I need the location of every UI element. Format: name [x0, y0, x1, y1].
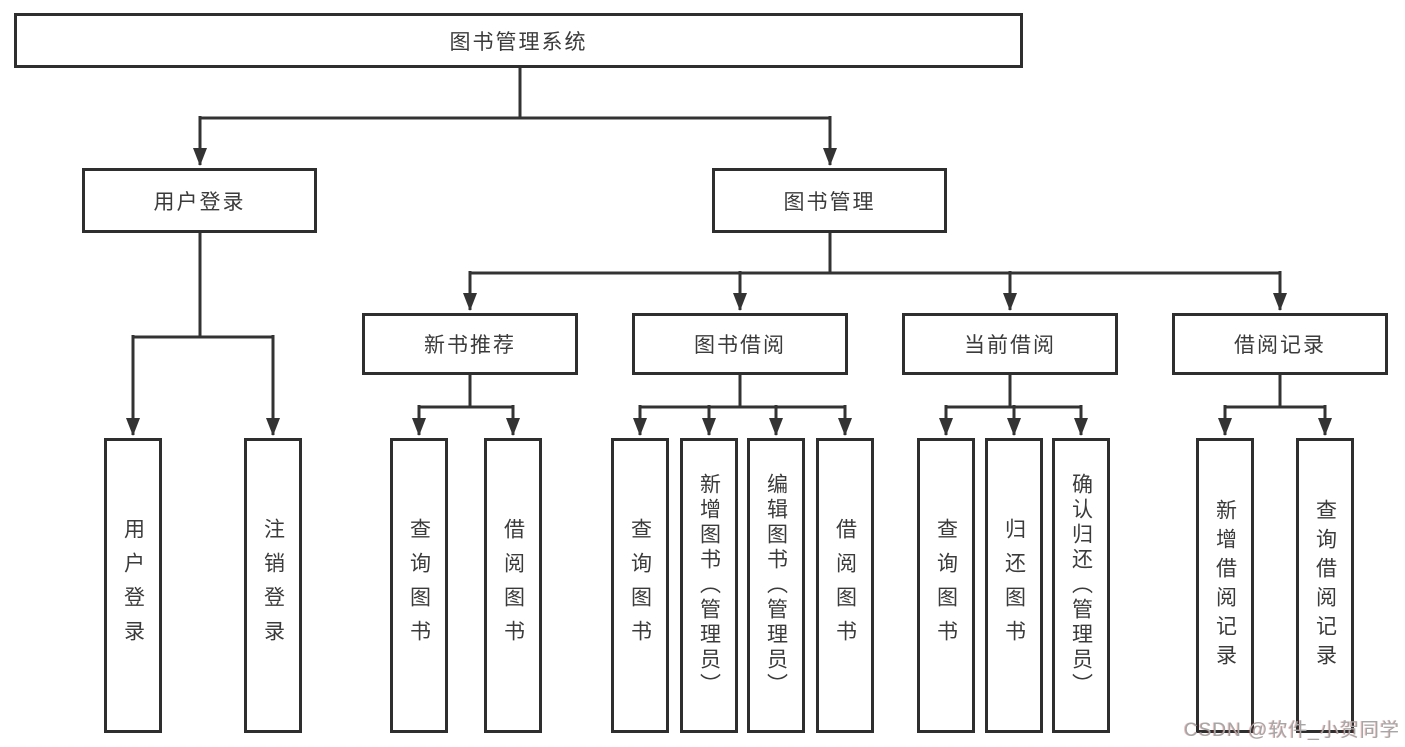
node-label: 新增图书（管理员） — [697, 473, 721, 698]
node-label: 查询图书 — [934, 517, 958, 654]
node-book-management: 图书管理 — [712, 168, 947, 233]
node-label: 当前借阅 — [964, 334, 1056, 357]
node-label: 归还图书 — [1002, 517, 1026, 654]
leaf-query-borrow-record: 查询借阅记录 — [1296, 438, 1354, 733]
node-label: 查询图书 — [628, 517, 652, 654]
node-library-management-system: 图书管理系统 — [14, 13, 1023, 68]
group-current-borrowing: 当前借阅 — [902, 313, 1118, 375]
leaf-borrow-books-recommend: 借阅图书 — [484, 438, 542, 733]
node-label: 图书管理 — [783, 190, 876, 214]
watermark-text: CSDN @软件_小贺同学 — [1184, 720, 1400, 741]
node-label: 查询图书 — [407, 517, 431, 654]
node-label: 图书借阅 — [694, 334, 786, 357]
node-user-login: 用户登录 — [82, 168, 317, 233]
node-label: 借阅图书 — [833, 517, 857, 654]
node-label: 注销登录 — [261, 517, 285, 654]
leaf-edit-books-admin: 编辑图书（管理员） — [747, 438, 805, 733]
node-label: 编辑图书（管理员） — [764, 473, 788, 698]
node-label: 借阅记录 — [1234, 334, 1326, 357]
leaf-query-books-recommend: 查询图书 — [390, 438, 448, 733]
node-label: 查询借阅记录 — [1313, 498, 1337, 673]
node-label: 借阅图书 — [501, 517, 525, 654]
leaf-user-login: 用户登录 — [104, 438, 162, 733]
leaf-borrow-books-borrowing: 借阅图书 — [816, 438, 874, 733]
node-label: 用户登录 — [121, 517, 145, 654]
group-borrowing-records: 借阅记录 — [1172, 313, 1388, 375]
node-label: 确认归还（管理员） — [1069, 473, 1093, 698]
node-label: 新增借阅记录 — [1213, 498, 1237, 673]
node-label: 新书推荐 — [424, 334, 516, 357]
leaf-return-books: 归还图书 — [985, 438, 1043, 733]
leaf-add-borrow-record: 新增借阅记录 — [1196, 438, 1254, 733]
leaf-query-books-current: 查询图书 — [917, 438, 975, 733]
node-label: 图书管理系统 — [449, 30, 588, 54]
leaf-logout-login: 注销登录 — [244, 438, 302, 733]
group-book-borrowing: 图书借阅 — [632, 313, 848, 375]
leaf-query-books-borrowing: 查询图书 — [611, 438, 669, 733]
leaf-confirm-return-admin: 确认归还（管理员） — [1052, 438, 1110, 733]
node-label: 用户登录 — [153, 190, 246, 214]
group-new-book-recommendation: 新书推荐 — [362, 313, 578, 375]
leaf-add-books-admin: 新增图书（管理员） — [680, 438, 738, 733]
